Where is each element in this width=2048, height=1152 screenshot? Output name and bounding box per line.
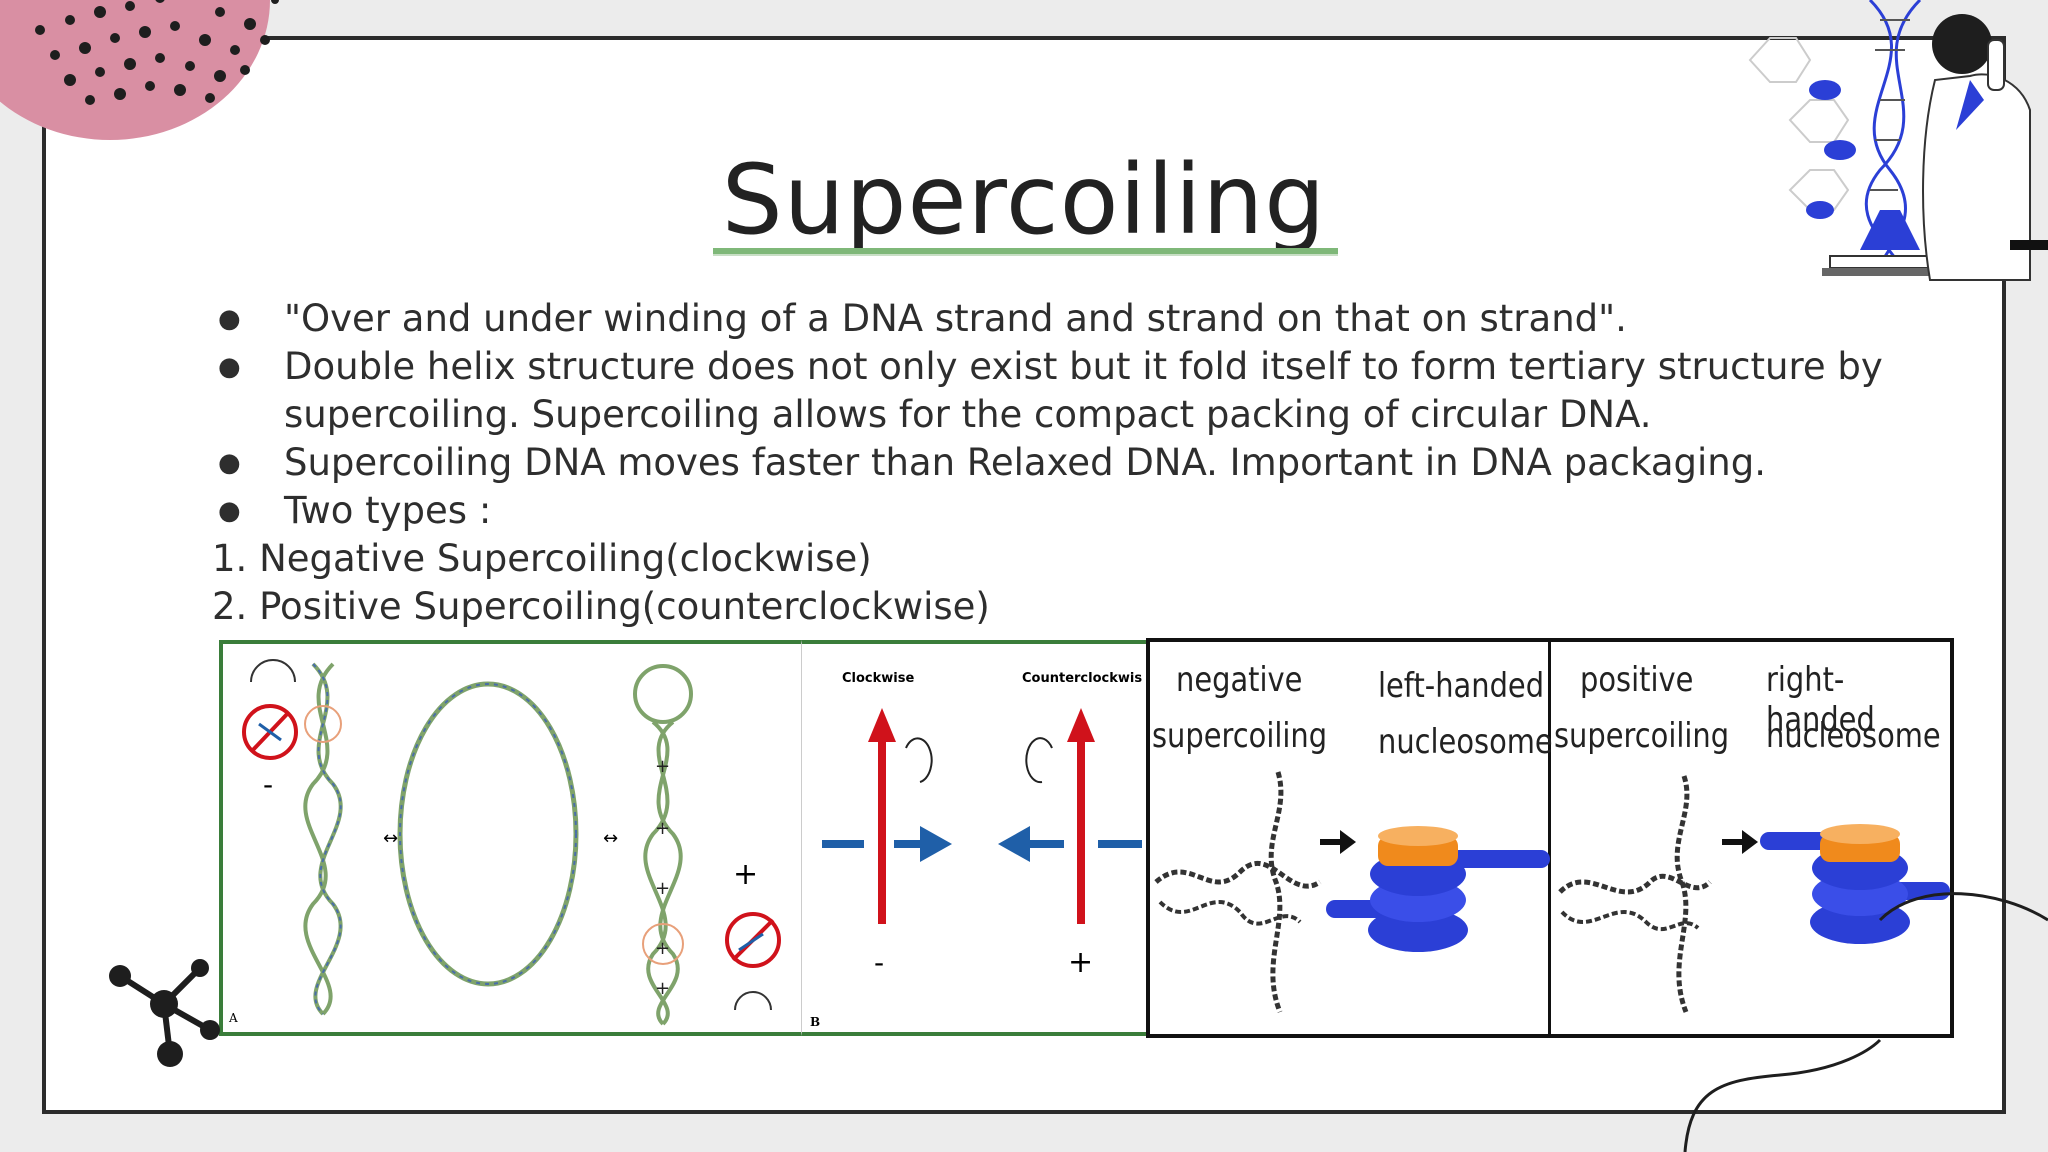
bullet-text: "Over and under winding of a DNA strand … <box>284 297 1627 340</box>
clockwise-label: Clockwise <box>842 671 914 686</box>
bullet-glyph: ● <box>218 304 241 334</box>
figure-panel-b: Clockwise Counterclockwise - + B <box>801 640 1151 1036</box>
numbered-item: 1. Negative Supercoiling(clockwise) <box>212 537 872 580</box>
molecule-icon <box>109 959 220 1067</box>
svg-text:↔: ↔ <box>603 828 618 849</box>
supercoil-diagram: ↔ ↔ + + + + + + - A <box>228 659 781 1026</box>
bullet-item: ● Double helix structure does not only e… <box>212 343 1912 439</box>
counterclockwise-label: Counterclockwise <box>1022 671 1142 686</box>
plus-sign: + <box>1068 945 1093 980</box>
bullet-item: ● "Over and under winding of a DNA stran… <box>212 295 1912 343</box>
bullet-list: ● "Over and under winding of a DNA stran… <box>212 295 1912 631</box>
rotation-direction-diagram: Clockwise Counterclockwise - + B <box>810 671 1151 1029</box>
plus-sign: + <box>733 857 758 892</box>
bullet-item: ● Two types : <box>212 487 1912 535</box>
slide-title: Supercoiling <box>721 144 1327 256</box>
dotted-blob-decoration <box>0 0 279 140</box>
svg-text:+: + <box>655 878 670 899</box>
panel-divider <box>1548 642 1551 1034</box>
right-handed-label: right-handed <box>1766 660 1875 740</box>
bullet-text: Double helix structure does not only exi… <box>284 345 1883 436</box>
svg-text:+: + <box>655 756 670 777</box>
positive-label: positive <box>1580 660 1694 700</box>
supercoiling-label: supercoiling <box>1554 716 1730 756</box>
scientist-illustration <box>1748 0 2048 281</box>
figure-panel-a: ↔ ↔ + + + + + + - A <box>219 640 801 1036</box>
bullet-glyph: ● <box>218 352 241 382</box>
nucleosome-diagram <box>1154 771 1950 1013</box>
svg-text:↔: ↔ <box>383 828 398 849</box>
bullet-item: ● Supercoiling DNA moves faster than Rel… <box>212 439 1912 487</box>
svg-text:+: + <box>655 938 670 959</box>
minus-sign: - <box>263 768 273 801</box>
svg-text:+: + <box>655 818 670 839</box>
negative-label: negative <box>1176 660 1303 700</box>
figure-panel-c: negative supercoiling left-handed nucleo… <box>1146 638 1954 1038</box>
svg-text:+: + <box>655 978 670 999</box>
left-handed-label: left-handed <box>1378 666 1545 706</box>
numbered-item: 2. Positive Supercoiling(counterclockwis… <box>212 585 990 628</box>
bullet-text: Two types : <box>284 489 492 532</box>
supercoiling-label: supercoiling <box>1152 716 1328 756</box>
bullet-glyph: ● <box>218 448 241 478</box>
panel-letter: B <box>810 1015 820 1029</box>
minus-sign: - <box>874 946 884 979</box>
nucleosome-label: nucleosome <box>1378 722 1553 762</box>
title-underline <box>713 248 1338 254</box>
bullet-glyph: ● <box>218 496 241 526</box>
nucleosome-label: nucleosome <box>1766 716 1941 756</box>
bullet-text: Supercoiling DNA moves faster than Relax… <box>284 441 1767 484</box>
panel-letter: A <box>228 1011 238 1025</box>
curve-decoration <box>1683 892 2048 1152</box>
